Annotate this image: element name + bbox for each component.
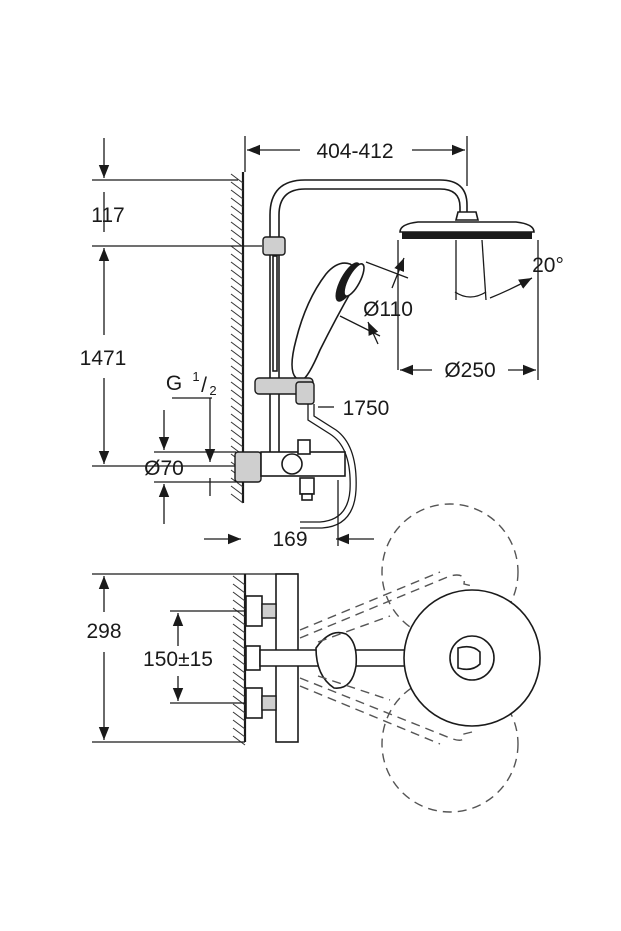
wall-hatch-line [232,591,246,602]
projection-label: 169 [272,528,307,551]
dimension-head-diameter: Ø250 [400,359,536,382]
slider-bracket [254,377,315,405]
wall-hatch-line [232,727,246,738]
wall-hatch-line [230,397,244,408]
wall-hatch-line [232,583,246,594]
wall-hatch-line [230,485,244,496]
thread-numerator: 1 [192,369,199,384]
dimension-top-offset: 117 [91,138,238,232]
wall-hatch-line [230,173,244,184]
wall-hatch-line [232,615,246,626]
wall-hatch-line [232,695,246,706]
top-offset-label: 117 [91,204,124,227]
wall-hatch-line [232,599,246,610]
wall-hatch-line [230,229,244,240]
wall-hatch-line [232,647,246,658]
wall-hatch-elevation [230,172,245,504]
wall-hatch-line [230,389,244,400]
wall-hatch-line [230,437,244,448]
wall-hatch-line [230,413,244,424]
thread-denominator: 2 [209,383,216,398]
wall-hatch-line [232,719,246,730]
wall-hatch-line [230,189,244,200]
wall-hatch-line [232,575,246,586]
wall-hatch-line [230,333,244,344]
wall-hatch-line [230,213,244,224]
wall-hatch-line [232,639,246,650]
dimension-rail-height: 1471 [80,245,262,467]
wall-hatch-line [230,341,244,352]
wall-hatch-line [230,429,244,440]
dimension-hand-diameter: Ø110 [339,257,413,345]
rail-height-label: 1471 [80,347,127,370]
wall-hatch-line [232,663,246,674]
shower-riser [262,179,468,471]
tilt-angle-label: 20° [532,254,564,277]
head-diameter-label: Ø250 [444,359,495,382]
wall-hatch-line [232,607,246,618]
thermostat-mixer [234,439,346,501]
dimension-flange: Ø70 [144,410,236,524]
wall-hatch-line [230,325,244,336]
wall-hatch-line [232,679,246,690]
thread-spec: G 1 / 2 [166,369,217,496]
dimension-width: 404-412 [244,136,468,186]
wall-hatch-line [230,181,244,192]
wall-hatch-line [230,405,244,416]
wall-hatch-line [230,493,244,504]
inlet-spacing-label: 150±15 [143,648,213,671]
flange-diameter-label: Ø70 [144,457,184,480]
wall-hatch-line [230,357,244,368]
wall-hatch-line [230,205,244,216]
wall-hatch-line [230,293,244,304]
hand-shower [291,262,365,381]
wall-hatch-line [230,421,244,432]
wall-hatch-line [230,373,244,384]
wall-hatch-line [230,261,244,272]
wall-hatch-line [230,309,244,320]
wall-hatch-line [232,671,246,682]
wall-hatch-line [230,245,244,256]
thread-label: G [166,372,182,395]
wall-hatch-line [230,269,244,280]
wall-hatch-line [230,253,244,264]
wall-hatch-line [232,735,246,746]
wall-hatch-line [232,711,246,722]
thread-slash: / [201,374,207,397]
wall-hatch-line [230,197,244,208]
wall-hatch-line [232,687,246,698]
wall-hatch-line [230,221,244,232]
wall-hatch-line [232,631,246,642]
hand-diameter-label: Ø110 [363,298,413,321]
plan-view: 298 150±15 [86,503,541,813]
wall-hatch-line [230,381,244,392]
wall-hatch-line [232,655,246,666]
wall-hatch-line [230,301,244,312]
wall-hatch-line [230,365,244,376]
dimension-projection: 169 [204,480,374,551]
plan-depth-label: 298 [86,620,121,643]
wall-hatch-line [230,317,244,328]
wall-hatch-line [230,277,244,288]
hose-length-label: 1750 [343,397,390,420]
wall-hatch-line [230,285,244,296]
wall-hatch-line [230,349,244,360]
rain-shower-head [399,211,535,301]
hose: 1750 [300,397,390,529]
wall-hatch-line [232,703,246,714]
wall-hatch-line [232,623,246,634]
width-range-label: 404-412 [316,140,393,163]
